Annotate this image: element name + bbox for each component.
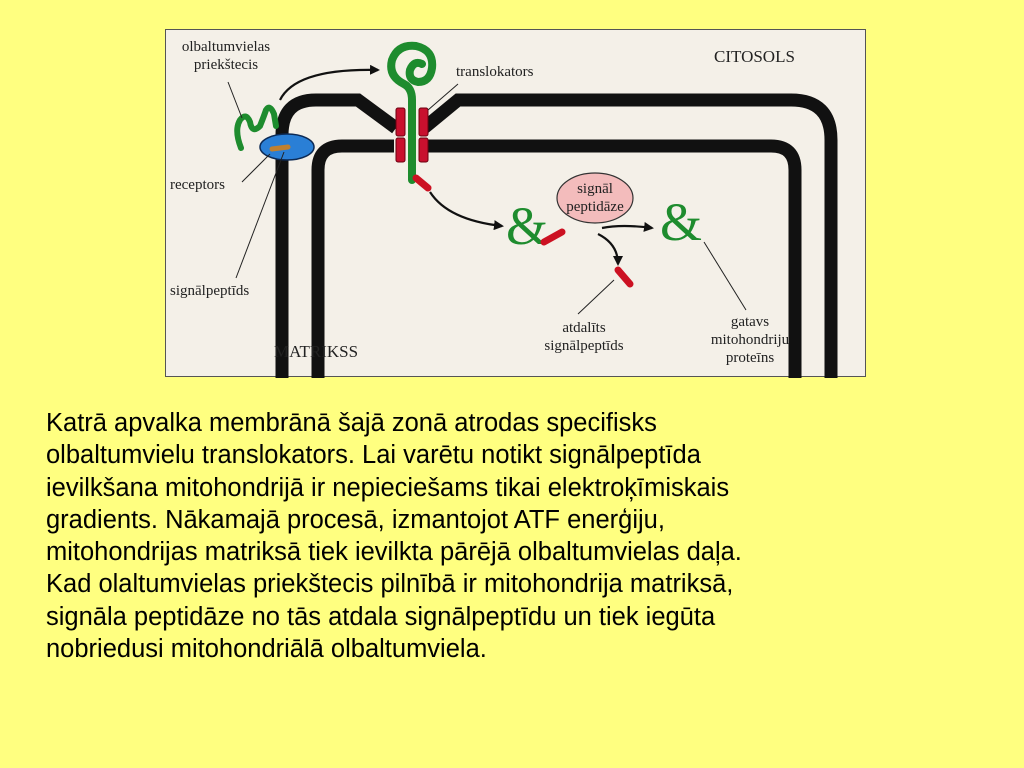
folded-protein-mature: & [660, 192, 702, 252]
precursor-label: olbaltumvielas priekštecis [181, 39, 271, 73]
mitochondrial-import-diagram: & & olbaltumvielas priekštecis transloka… [165, 29, 866, 378]
paragraph-line: mitohondrijas matriksā tiek ievilkta pār… [46, 538, 742, 567]
precursor-protein [234, 104, 279, 151]
outer-membrane-right [419, 93, 838, 378]
explanation-paragraph: Katrā apvalka membrānā šajā zonā atrodas… [46, 407, 1006, 665]
translocator-label: translokators [456, 64, 534, 80]
signal-peptidase [556, 172, 634, 224]
paragraph-line: gradients. Nākamajā procesā, izmantojot … [46, 505, 665, 534]
inner-membrane-right [428, 139, 802, 378]
paragraph-line: ievilkšana mitohondrijā ir nepieciešams … [46, 473, 730, 502]
diagram-drawing: & & [227, 41, 838, 378]
transfer-arrow [429, 191, 504, 231]
mature-protein-label: gatavs mitohondriju proteīns [710, 314, 790, 366]
paragraph-line: olbaltumvielu translokators. Lai varētu … [46, 441, 701, 470]
leader-lines [227, 81, 747, 315]
receptor-label: receptors [170, 177, 225, 193]
cleavage-arrow [601, 221, 654, 232]
cleaved-peptide-arrow [597, 233, 623, 266]
inner-membrane-left [311, 139, 394, 378]
attached-signal-peptide [540, 228, 566, 246]
paragraph-line: Kad olaltumvielas priekštecis pilnībā ir… [46, 570, 734, 599]
cleaved-peptide-label: atdalīts signālpeptīds [544, 320, 624, 354]
signal-peptidase-label: signāl peptidāze [566, 181, 624, 215]
translocator-channel [395, 107, 429, 163]
cleaved-signal-peptide [614, 266, 634, 288]
paragraph-line: signāla peptidāze no tās atdala signālpe… [46, 602, 716, 631]
folded-protein-before: & [506, 196, 548, 256]
signal-peptide-tail [412, 174, 432, 192]
importing-protein [387, 41, 437, 184]
cytosol-label: CITOSOLS [714, 47, 795, 66]
paragraph-line: nobriedusi mitohondriālā olbaltumviela. [46, 635, 487, 664]
receptor-signal-peptide [269, 144, 291, 152]
matrix-label: MATRIKSS [274, 342, 359, 361]
signal-peptide-label: signālpeptīds [170, 283, 250, 299]
paragraph-line: Katrā apvalka membrānā šajā zonā atrodas… [46, 409, 657, 437]
import-arrow [279, 64, 380, 101]
